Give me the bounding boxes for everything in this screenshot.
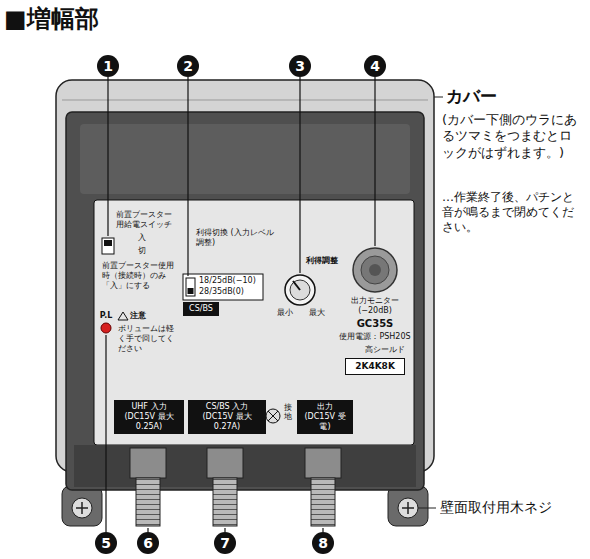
scale-label: 最大 — [309, 308, 325, 318]
node-text: CS/BS 入力 — [190, 402, 264, 412]
node-text: UHF 入力 — [116, 402, 182, 412]
shield-label: 高シールド — [339, 345, 405, 355]
port-label-plate: UHF 入力(DC15V 最大0.25A) — [114, 400, 184, 434]
panel-label: 出力モニター (−20dB) — [340, 296, 410, 316]
node-text: (DC15V 受電) — [299, 412, 351, 432]
gain-switch — [186, 278, 195, 296]
callout-number: 4 — [364, 55, 386, 77]
ground-screw — [266, 409, 280, 423]
wall-screw — [398, 498, 418, 518]
connector-thread — [136, 478, 160, 526]
power-switch — [102, 238, 114, 254]
band-label: CS/BS — [183, 302, 219, 316]
panel-label: 前置ブースター用給電スイッチ — [116, 210, 176, 230]
connector-nut — [305, 448, 341, 478]
panel-label: 利得調整 — [306, 256, 338, 266]
scale-label: 最小 — [277, 308, 293, 318]
screw-slot — [268, 411, 278, 421]
switch-position: 入 — [138, 233, 146, 243]
leader-line — [187, 77, 188, 276]
panel-label: 利得切換 (入力レベル調整) — [196, 228, 274, 248]
gain-knob — [285, 275, 315, 305]
screw-slot — [268, 411, 278, 421]
leader-line — [105, 335, 106, 532]
screw-slot — [407, 502, 409, 514]
housing-upper — [80, 124, 410, 194]
leader-line — [299, 77, 300, 273]
pilot-lamp — [101, 323, 111, 333]
screw-slot — [81, 502, 83, 514]
monitor-inner — [361, 256, 389, 284]
node-text: 出力 — [299, 402, 351, 412]
part-name: カバー — [446, 86, 497, 107]
part-name: 壁面取付用木ネジ — [440, 499, 552, 517]
note: (カバー下側のウラにあるツマミをつまむとロックがはずれます。) — [442, 112, 584, 161]
mounting-tab — [388, 486, 428, 526]
panel-note: ボリュームは軽く手で回してください — [118, 324, 176, 354]
ground-label: 接地 — [284, 404, 292, 422]
node-text: (DC15V 最大0.25A) — [116, 412, 182, 432]
callout-number: 7 — [214, 532, 236, 554]
switch-position: 28/35dB(0) — [199, 287, 244, 297]
leader-line — [434, 97, 443, 98]
callout-number: 3 — [289, 55, 311, 77]
connector-thread — [311, 478, 335, 526]
gain-switch-frame — [183, 274, 263, 300]
callout-number: 2 — [177, 55, 199, 77]
connector-nut — [130, 448, 166, 478]
caution-symbol — [118, 312, 128, 320]
resolution-badge: 2K4K8K — [345, 358, 405, 375]
node-text: CS/BS — [185, 304, 217, 314]
leader-line — [374, 77, 375, 246]
leader-line — [418, 508, 436, 509]
model-number: GC35S — [340, 318, 410, 331]
knob-pointer — [293, 281, 300, 290]
note: …作業終了後、パチンと音が鳴るまで閉めてください。 — [442, 190, 584, 235]
cover — [56, 80, 434, 472]
callout-number: 8 — [312, 532, 334, 554]
housing — [66, 112, 424, 490]
port-label-plate: CS/BS 入力(DC15V 最大0.27A) — [188, 400, 266, 434]
leader-line — [107, 77, 108, 236]
node-text: 2K4K8K — [348, 361, 402, 372]
monitor-pin — [369, 264, 381, 276]
node-text: (DC15V 最大0.27A) — [190, 412, 264, 432]
callout-number: 1 — [97, 55, 119, 77]
knob-inner — [290, 280, 310, 300]
connector-nut — [207, 448, 243, 478]
caution-label: 注意 — [130, 311, 146, 321]
front-panel — [94, 200, 414, 445]
mounting-tab — [62, 486, 102, 526]
switch-position: 18/25dB(−10) — [199, 276, 256, 286]
power-supply-label: 使用電源：PSH20S — [337, 332, 413, 342]
connector-strip — [74, 445, 416, 487]
wall-screw — [72, 498, 92, 518]
port-label-plate: 出力(DC15V 受電) — [297, 400, 353, 434]
connector-thread — [213, 478, 237, 526]
cover-rib — [62, 100, 428, 101]
switch-position: 切 — [138, 246, 146, 256]
switch-lever — [104, 240, 112, 246]
diagram-title: ■増幅部 — [4, 4, 99, 34]
indicator-label: P.L — [94, 311, 118, 321]
switch-lever — [188, 288, 194, 294]
panel-note: 前置ブースター使用時（接続時）のみ「入」にする — [102, 261, 176, 291]
callout-number: 5 — [95, 532, 117, 554]
output-monitor — [353, 248, 397, 292]
callout-number: 6 — [137, 532, 159, 554]
